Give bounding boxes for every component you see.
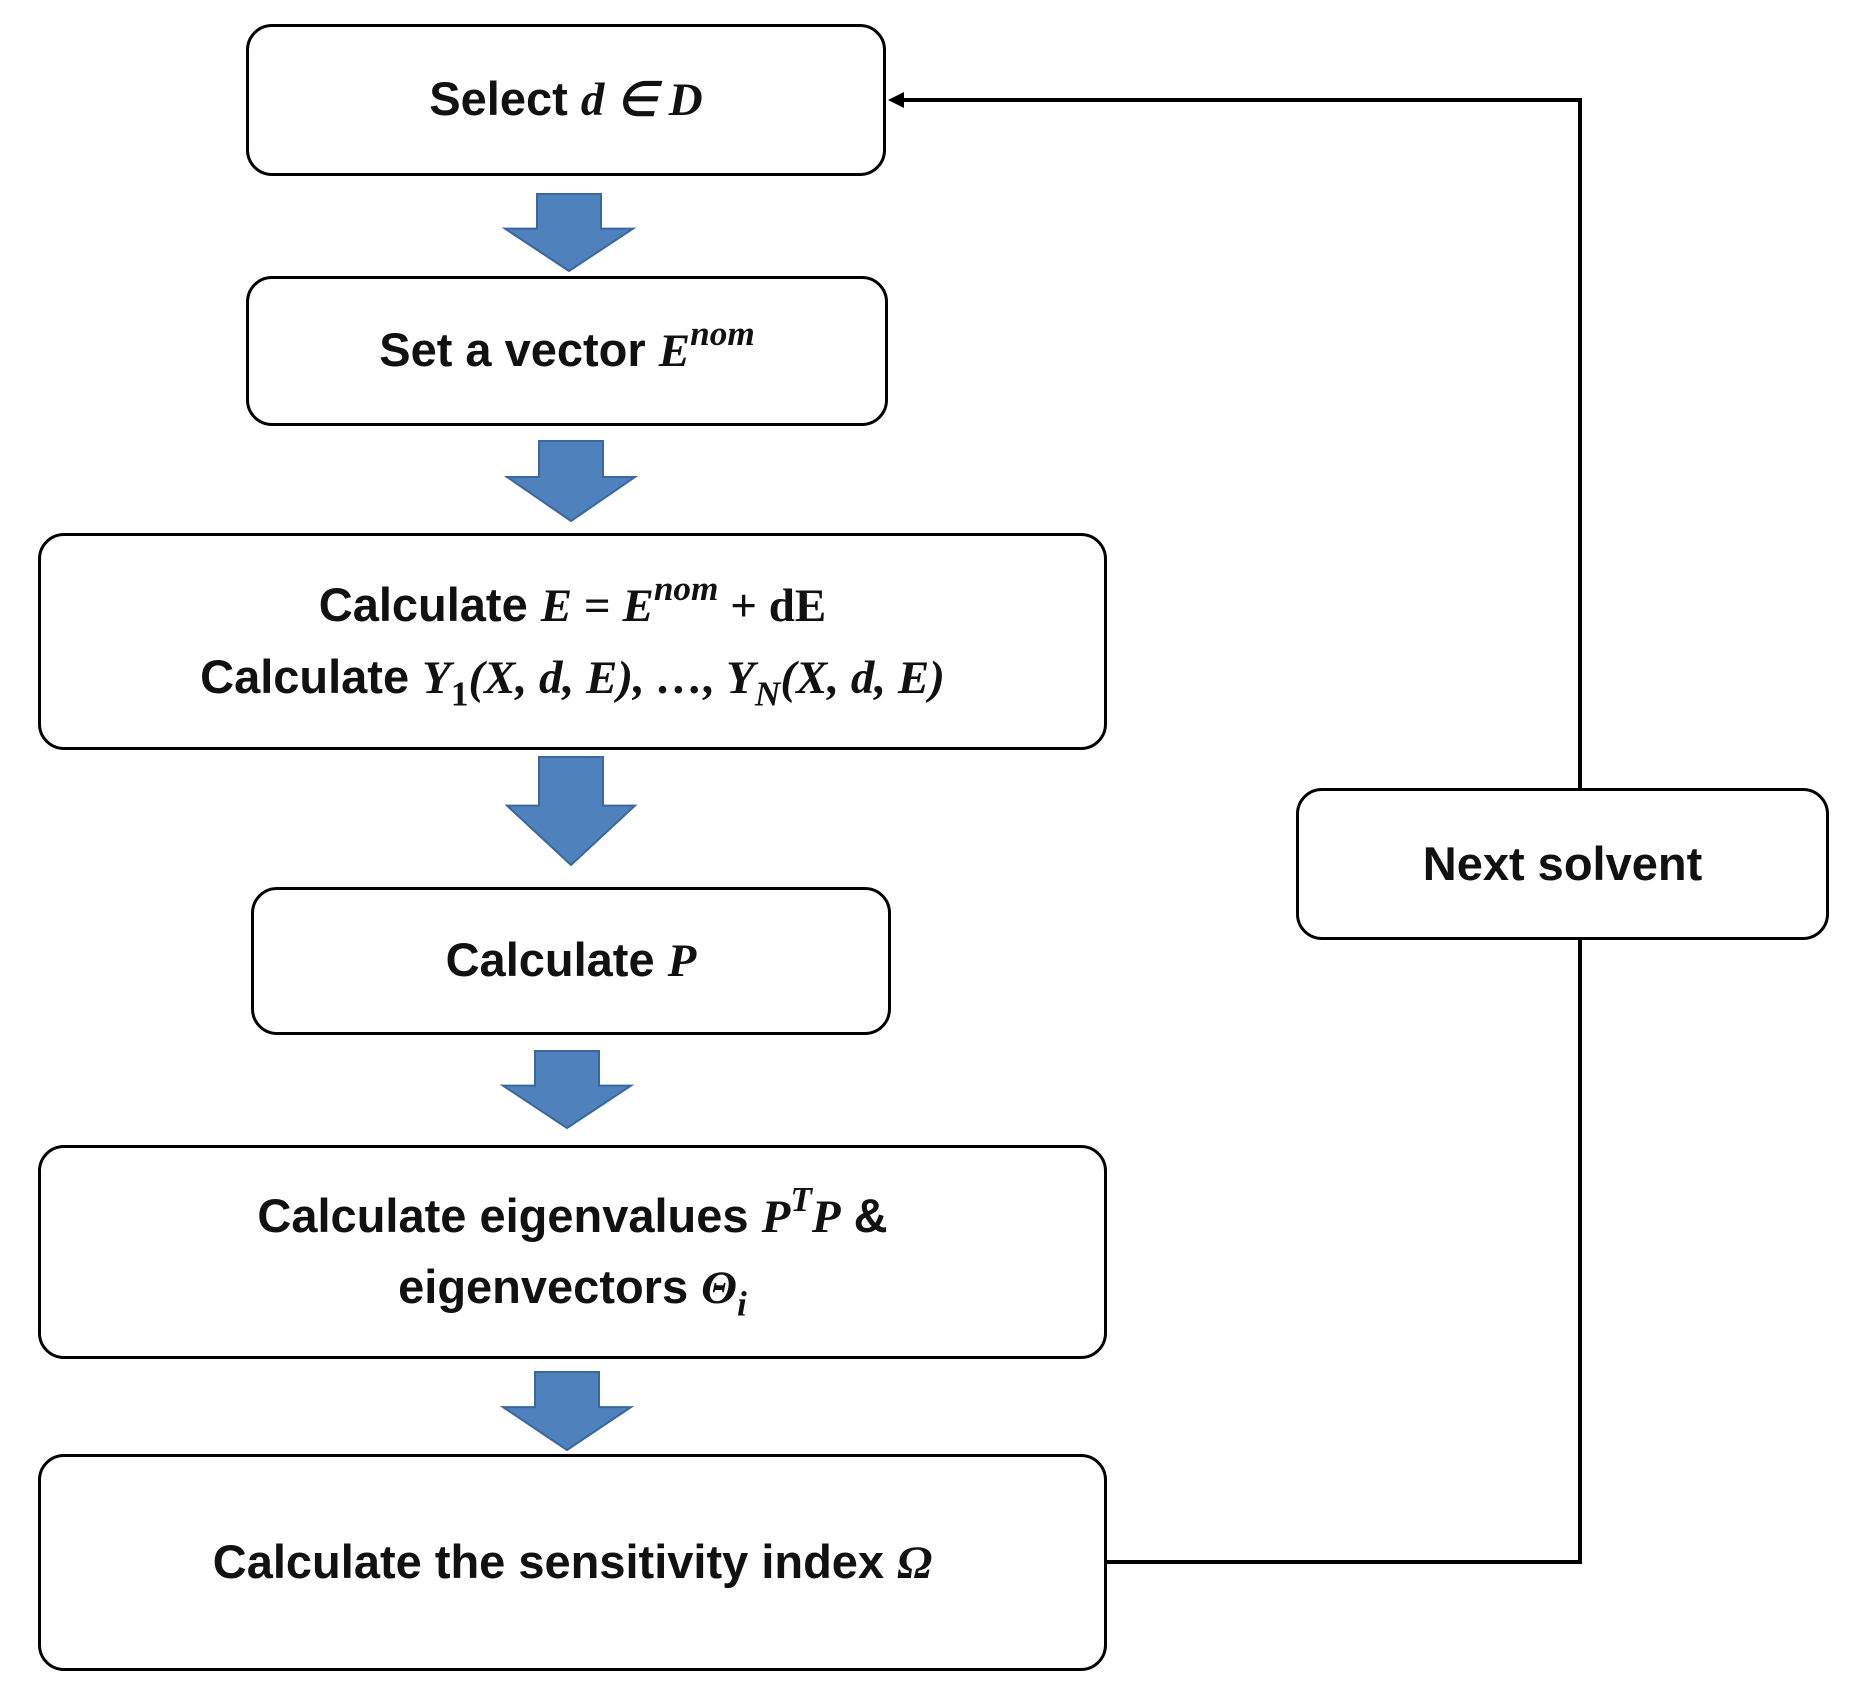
step-select-d: Select d ∈ D <box>246 24 886 176</box>
next-solvent-box: Next solvent <box>1296 788 1829 940</box>
down-arrow-icon <box>501 193 637 273</box>
step-sensitivity-index: Calculate the sensitivity index Ω <box>38 1454 1107 1671</box>
down-arrow-icon <box>499 1050 635 1130</box>
loop-arrowhead <box>888 92 904 108</box>
down-arrow-icon <box>504 756 638 867</box>
step-calculate-p: Calculate P <box>251 887 891 1035</box>
step-eigen: Calculate eigenvalues PTP & eigenvectors… <box>38 1145 1107 1359</box>
step-set-vector: Set a vector Enom <box>246 276 888 426</box>
down-arrow-icon <box>499 1371 635 1452</box>
down-arrow-icon <box>503 440 639 523</box>
step-calculate-e-y: Calculate E = Enom + dE Calculate Y1(X, … <box>38 533 1107 750</box>
